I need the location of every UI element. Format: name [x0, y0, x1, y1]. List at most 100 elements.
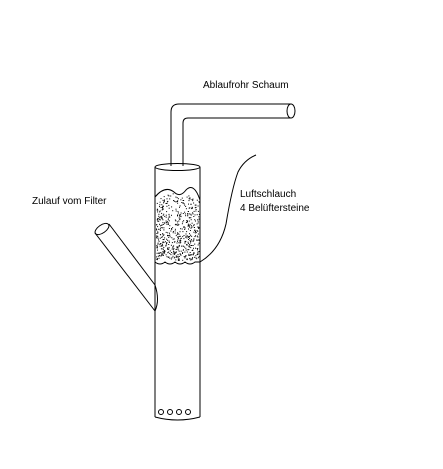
foam-dot — [186, 235, 188, 237]
foam-dot — [191, 240, 193, 242]
foam-dot — [162, 206, 163, 208]
foam-dot — [197, 249, 198, 251]
foam-dot — [162, 205, 164, 207]
foam-dot — [170, 258, 172, 260]
foam-dot — [197, 210, 199, 212]
foam-dot — [159, 204, 161, 206]
foam-dot — [180, 212, 182, 214]
foam-dot — [184, 241, 186, 243]
foam-dot — [172, 193, 174, 195]
foam-dot — [184, 256, 186, 258]
foam-dot — [162, 236, 164, 238]
foam-dot — [161, 204, 163, 206]
foam-dot — [170, 244, 172, 246]
foam-dot — [185, 240, 187, 242]
foam-dot — [193, 252, 195, 254]
foam-dot — [195, 231, 197, 233]
foam-dot — [163, 248, 164, 250]
foam-dot — [173, 200, 174, 202]
foam-dot — [188, 255, 190, 256]
foam-dot — [186, 251, 188, 253]
foam-dot — [157, 243, 159, 245]
foam-dot — [163, 229, 165, 231]
foam-dot — [156, 224, 158, 226]
foam-dot — [176, 233, 178, 235]
foam-dot — [165, 245, 167, 247]
foam-dot — [180, 240, 182, 241]
foam-dot — [163, 202, 164, 204]
foam-dot — [194, 232, 196, 234]
foam-dot — [193, 210, 195, 212]
foam-dot — [172, 238, 174, 240]
foam-dot — [171, 237, 173, 239]
foam-dot — [167, 200, 169, 202]
foam-dot — [198, 214, 200, 215]
foam-dot — [168, 222, 169, 224]
foam-dot — [197, 244, 199, 246]
foam-dot — [159, 225, 161, 227]
foam-dot — [196, 239, 198, 241]
foam-dot — [177, 237, 179, 238]
foam-dot — [167, 235, 169, 236]
foam-dot — [166, 221, 168, 223]
foam-dot — [177, 259, 179, 261]
foam-dot — [158, 254, 160, 256]
foam-dot — [172, 246, 174, 248]
foam-dot — [189, 198, 191, 200]
foam-dot — [161, 245, 163, 247]
foam-dot — [185, 215, 187, 217]
foam-dot — [167, 217, 169, 219]
foam-dot — [177, 225, 179, 226]
foam-dot — [167, 247, 169, 249]
foam-dot — [160, 248, 162, 250]
foam-dot — [197, 239, 199, 241]
foam-dot — [164, 250, 166, 252]
foam-dot — [185, 236, 187, 238]
foam-dot — [173, 257, 175, 259]
foam-dot — [157, 242, 159, 244]
foam-dot — [165, 216, 167, 218]
foam-dot — [189, 207, 191, 209]
foam-dot — [196, 199, 198, 201]
foam-dot — [179, 205, 181, 207]
foam-dot — [176, 247, 178, 248]
foam-dot — [190, 214, 192, 216]
foam-dot — [168, 215, 170, 217]
foam-dot — [183, 238, 185, 240]
foam-dot — [163, 234, 165, 236]
foam-dot — [162, 208, 164, 210]
foam-dot — [161, 218, 163, 220]
foam-dot — [168, 247, 170, 249]
foam-dot — [165, 231, 167, 233]
foam-dot — [196, 223, 198, 225]
foam-dot — [189, 230, 191, 231]
foam-dot — [187, 211, 189, 212]
foam-dot — [183, 226, 185, 228]
foam-dot — [168, 204, 170, 206]
foam-dot — [167, 219, 169, 221]
foam-dot — [163, 242, 165, 243]
foam-dot — [177, 198, 179, 200]
foam-dot — [186, 221, 188, 223]
foam-dot — [159, 234, 161, 236]
foam-dot — [166, 223, 168, 225]
foam-dot — [156, 237, 158, 239]
foam-dot — [159, 219, 161, 221]
foam-dot — [196, 230, 198, 232]
foam-dot — [173, 248, 175, 250]
foam-dot — [175, 251, 177, 253]
foam-dot — [163, 201, 165, 203]
foam-dot — [191, 239, 192, 241]
foam-dot — [177, 221, 179, 223]
foam-dot — [192, 200, 194, 202]
foam-dot — [166, 198, 168, 200]
foam-dot — [179, 231, 181, 233]
foam-dot — [189, 245, 191, 247]
foam-dot — [178, 259, 180, 261]
foam-dot — [158, 240, 160, 242]
foam-dot — [189, 223, 191, 225]
foam-dot — [172, 255, 174, 257]
foam-dot — [181, 202, 183, 203]
foam-dot — [165, 222, 167, 224]
foam-dot — [185, 249, 187, 251]
